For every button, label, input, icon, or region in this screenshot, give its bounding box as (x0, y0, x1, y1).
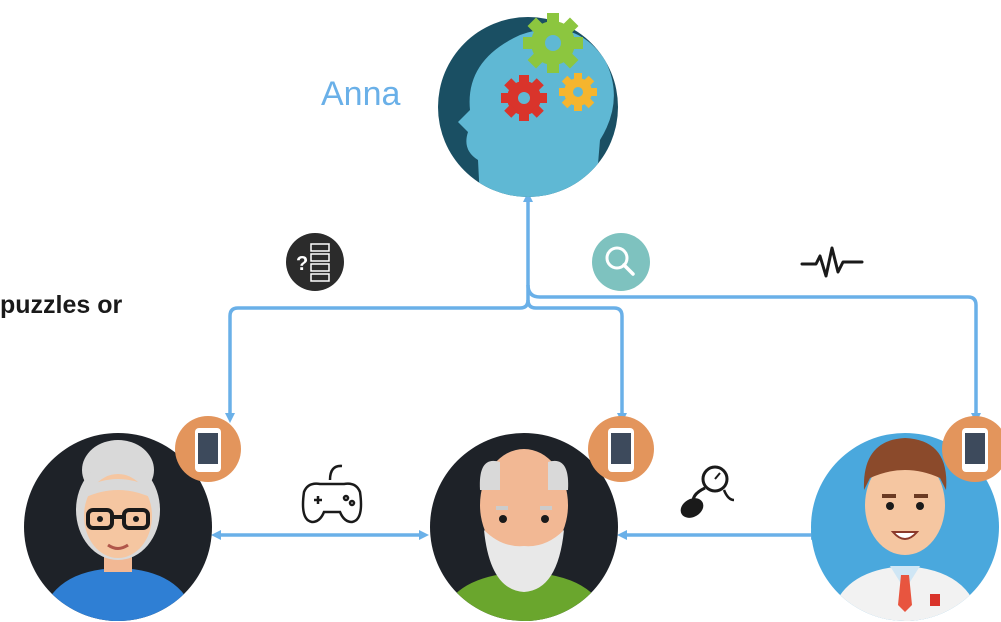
side-caption: puzzles or (0, 291, 123, 319)
connectors (211, 192, 981, 540)
gear-icon-green (523, 13, 583, 73)
blood-pressure-icon (680, 465, 735, 518)
elderly-woman-avatar (24, 433, 212, 621)
gear-icon-red (501, 75, 547, 121)
anna-label: Anna (321, 75, 401, 113)
gear-icon-yellow (559, 73, 597, 111)
quiz-list-icon: ? (286, 233, 344, 291)
smartphone-icon (175, 416, 241, 482)
arrow-to-man (526, 299, 627, 423)
arrow-to-woman (225, 299, 530, 423)
anna-brain-node (438, 13, 618, 197)
gamepad-icon (301, 464, 363, 524)
heartbeat-icon (800, 246, 864, 278)
smartphone-icon (942, 416, 1001, 482)
magnifier-icon (592, 233, 650, 291)
doctor-avatar (811, 433, 999, 621)
arrow-to-doctor (526, 284, 981, 423)
elderly-man-avatar (430, 433, 618, 621)
smartphone-icon (588, 416, 654, 482)
svg-text:?: ? (296, 253, 308, 275)
